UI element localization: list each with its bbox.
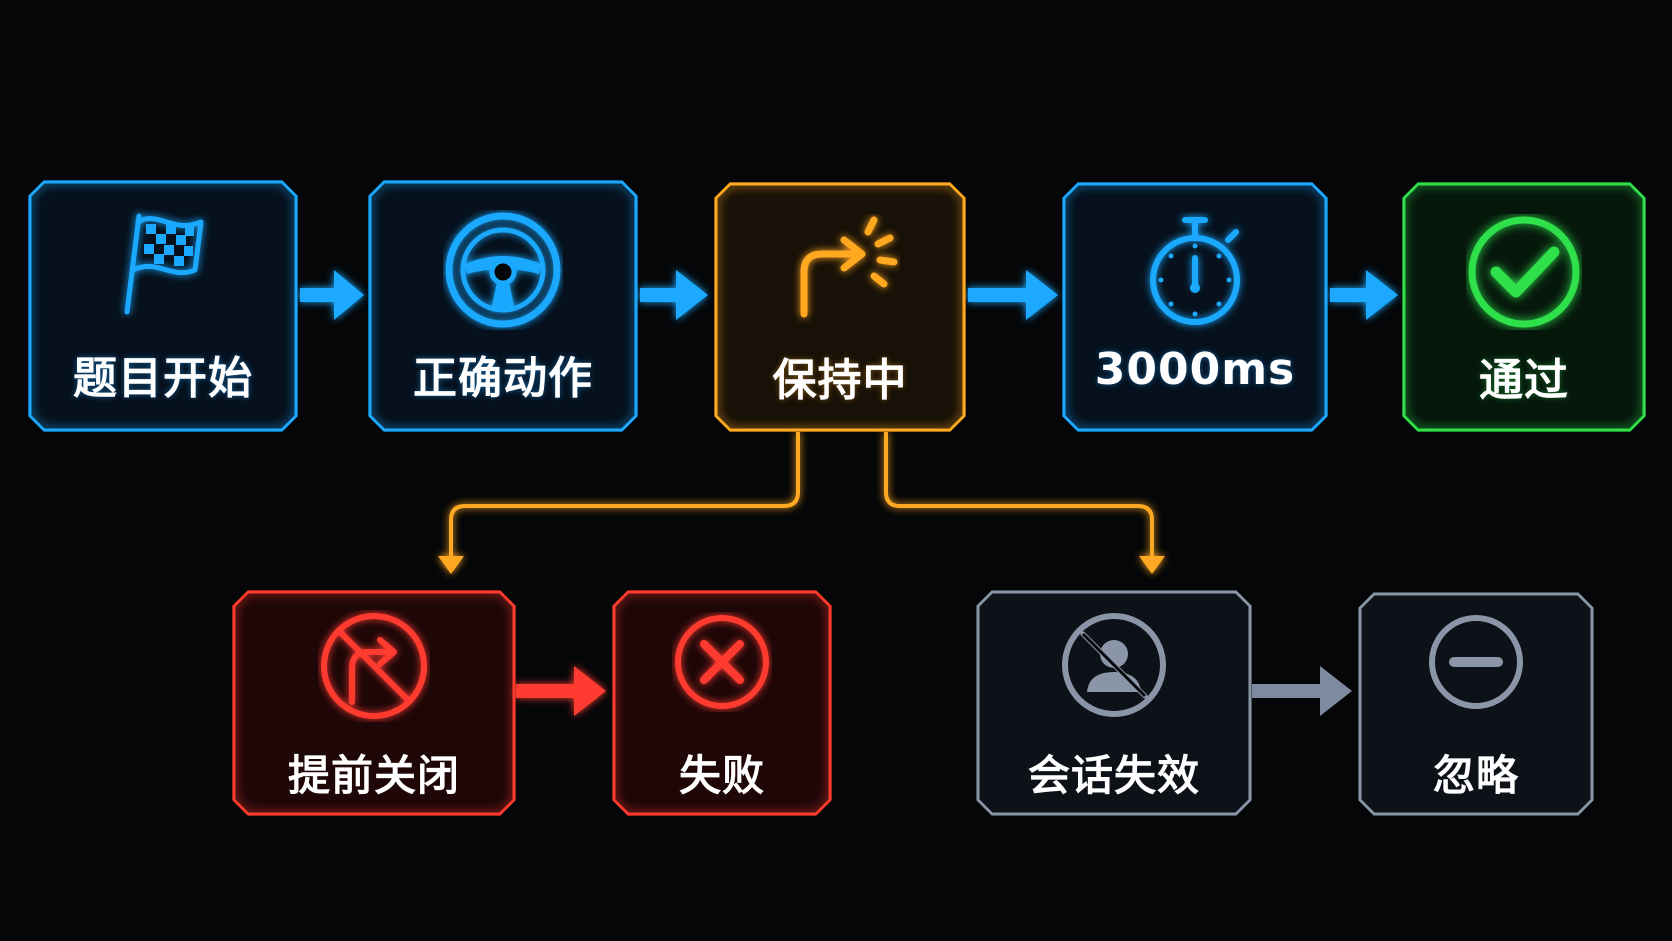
node-correct-action-label: 正确动作	[413, 353, 593, 404]
steering-wheel-icon	[443, 210, 563, 330]
node-fail-label: 失败	[678, 751, 765, 800]
node-timer-label: 3000ms	[1094, 344, 1296, 395]
node-session-expired-label: 会话失效	[1027, 751, 1200, 800]
node-holding-label: 保持中	[772, 355, 908, 406]
stopwatch-icon	[1140, 212, 1250, 332]
node-correct-action: 正确动作	[368, 180, 638, 432]
branch-to-early-close	[438, 432, 800, 574]
node-early-close-label: 提前关闭	[287, 751, 460, 800]
arrow-session-to-ignore	[1252, 666, 1352, 716]
check-circle-icon	[1466, 214, 1582, 330]
turn-signal-right-icon	[780, 214, 900, 324]
node-pass: 通过	[1402, 182, 1646, 432]
node-fail: 失败	[612, 590, 832, 816]
node-pass-label: 通过	[1479, 355, 1569, 406]
node-start: 题目开始	[28, 180, 298, 432]
arrow-timer-to-pass	[1330, 270, 1398, 320]
node-ignore-label: 忽略	[1432, 751, 1519, 800]
node-start-label: 题目开始	[73, 353, 253, 404]
arrow-correct-to-holding	[640, 270, 708, 320]
node-timer: 3000ms	[1062, 182, 1328, 432]
node-ignore: 忽略	[1358, 592, 1594, 816]
node-session-expired: 会话失效	[976, 590, 1252, 816]
arrow-start-to-correct	[300, 270, 364, 320]
user-off-icon	[1059, 610, 1169, 720]
arrow-early-close-to-fail	[516, 666, 606, 716]
node-early-close: 提前关闭	[232, 590, 516, 816]
branch-to-session-expired	[884, 432, 1165, 574]
node-holding: 保持中	[714, 182, 966, 432]
no-right-turn-icon	[318, 610, 430, 722]
x-circle-icon	[672, 612, 772, 712]
arrow-holding-to-timer	[968, 270, 1058, 320]
minus-circle-icon	[1426, 612, 1526, 712]
checkered-flag-icon	[113, 208, 213, 318]
